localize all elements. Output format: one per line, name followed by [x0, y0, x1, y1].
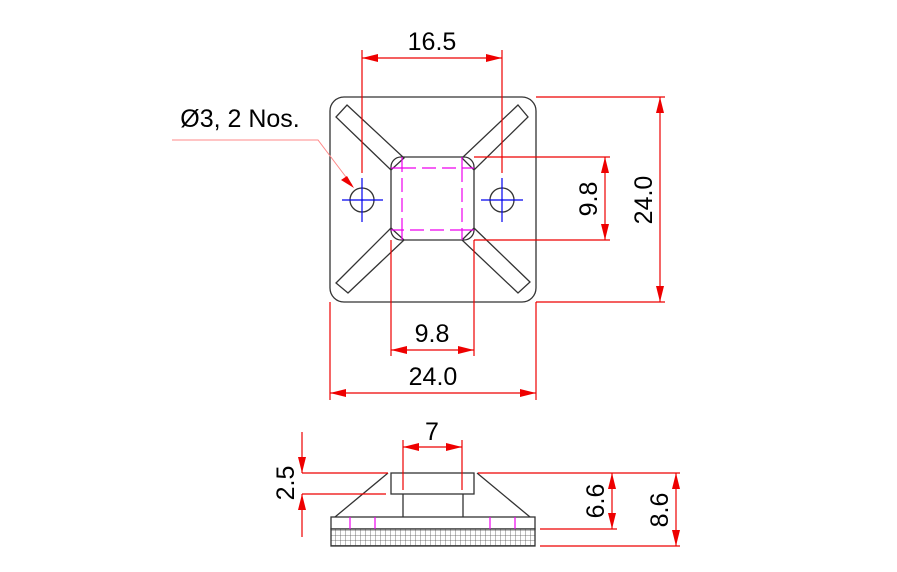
dimension-label: 24.0	[409, 363, 458, 391]
diagonal-slots	[335, 104, 531, 294]
dimension-label: 8.6	[646, 493, 674, 528]
adhesive-knurl	[330, 528, 536, 547]
inner-mount-outline	[390, 156, 475, 241]
dimension-label: 24.0	[630, 176, 658, 225]
dimension-total-height: 8.6	[540, 472, 680, 547]
dimension-cap-width: 7	[402, 418, 463, 490]
dimension-inner-width: 9.8	[390, 240, 475, 356]
outer-base-outline	[329, 96, 537, 303]
base-plate	[330, 516, 536, 530]
top-view: 16.5 24.0 9.8 9.8 24.0	[172, 28, 665, 400]
hidden-lines	[349, 517, 516, 529]
hole-note: Ø3, 2 Nos.	[172, 105, 354, 188]
dimension-label: 9.8	[415, 320, 450, 348]
dimension-label: 7	[425, 418, 439, 446]
mounting-hole-right	[481, 178, 523, 222]
hole-note-label: Ø3, 2 Nos.	[180, 105, 300, 133]
hidden-lines	[391, 157, 474, 240]
dimension-inner-height: 9.8	[474, 156, 610, 241]
dimension-label: 2.5	[272, 466, 300, 501]
dimension-hole-spacing: 16.5	[361, 28, 503, 173]
cap-outline	[390, 472, 475, 495]
mounting-hole-left	[342, 178, 383, 222]
dimension-body-height: 6.6	[478, 472, 617, 530]
dimension-height: 24.0	[536, 96, 665, 303]
body-outline	[334, 472, 531, 518]
dimension-label: 9.8	[575, 182, 603, 217]
dimension-width: 24.0	[329, 302, 537, 400]
dimension-label: 16.5	[408, 28, 457, 56]
side-view: 7 2.5 6.6 8.6	[272, 418, 680, 547]
dimension-label: 6.6	[582, 484, 610, 519]
dimension-cap-height: 2.5	[272, 432, 388, 537]
